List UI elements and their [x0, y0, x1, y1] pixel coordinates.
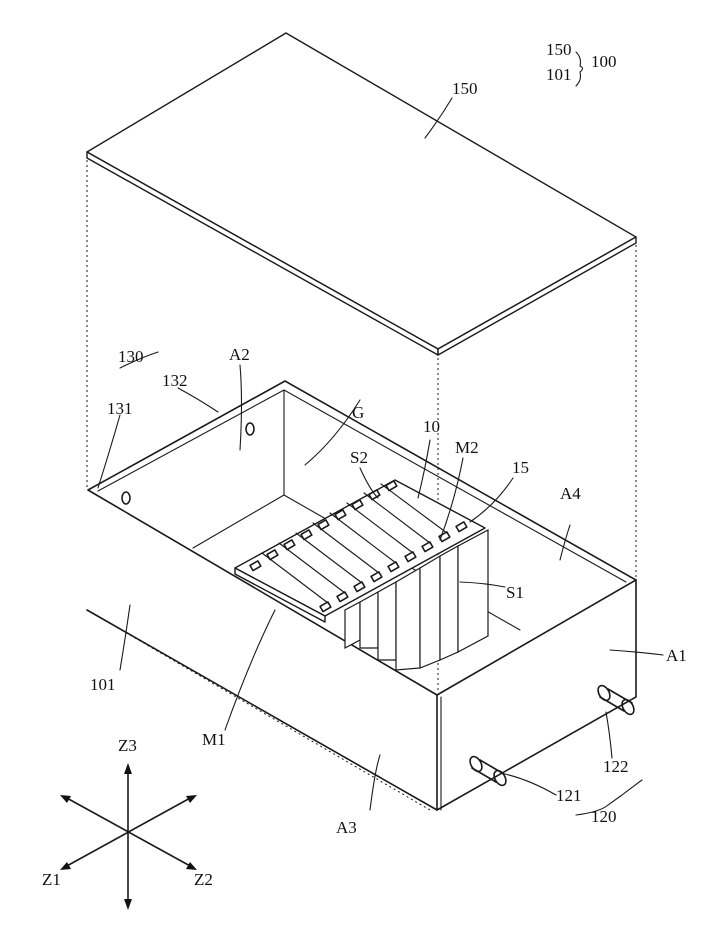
label-z3: Z3: [118, 736, 137, 755]
label-legend-100: 100: [591, 52, 617, 71]
label-130: 130: [118, 347, 144, 366]
label-a3: A3: [336, 818, 357, 837]
label-a4: A4: [560, 484, 581, 503]
label-15: 15: [512, 458, 529, 477]
label-s1: S1: [506, 583, 524, 602]
label-131: 131: [107, 399, 133, 418]
label-a1: A1: [666, 646, 687, 665]
label-10: 10: [423, 417, 440, 436]
label-120: 120: [591, 807, 617, 826]
hole-131: [122, 492, 130, 504]
label-legend-101: 101: [546, 65, 572, 84]
label-m2: M2: [455, 438, 479, 457]
label-g: G: [352, 403, 364, 422]
label-122: 122: [603, 757, 629, 776]
axis-indicator: [60, 763, 197, 910]
hole-a2: [246, 423, 254, 435]
label-legend-150: 150: [546, 40, 572, 59]
label-z1: Z1: [42, 870, 61, 889]
label-s2: S2: [350, 448, 368, 467]
label-a2: A2: [229, 345, 250, 364]
label-lid-150: 150: [452, 79, 478, 98]
label-101: 101: [90, 675, 116, 694]
label-z2: Z2: [194, 870, 213, 889]
brace-100: [576, 52, 583, 86]
label-m1: M1: [202, 730, 226, 749]
battery-module: [235, 480, 488, 670]
pipe-121: [468, 755, 509, 788]
label-132: 132: [162, 371, 188, 390]
label-121: 121: [556, 786, 582, 805]
